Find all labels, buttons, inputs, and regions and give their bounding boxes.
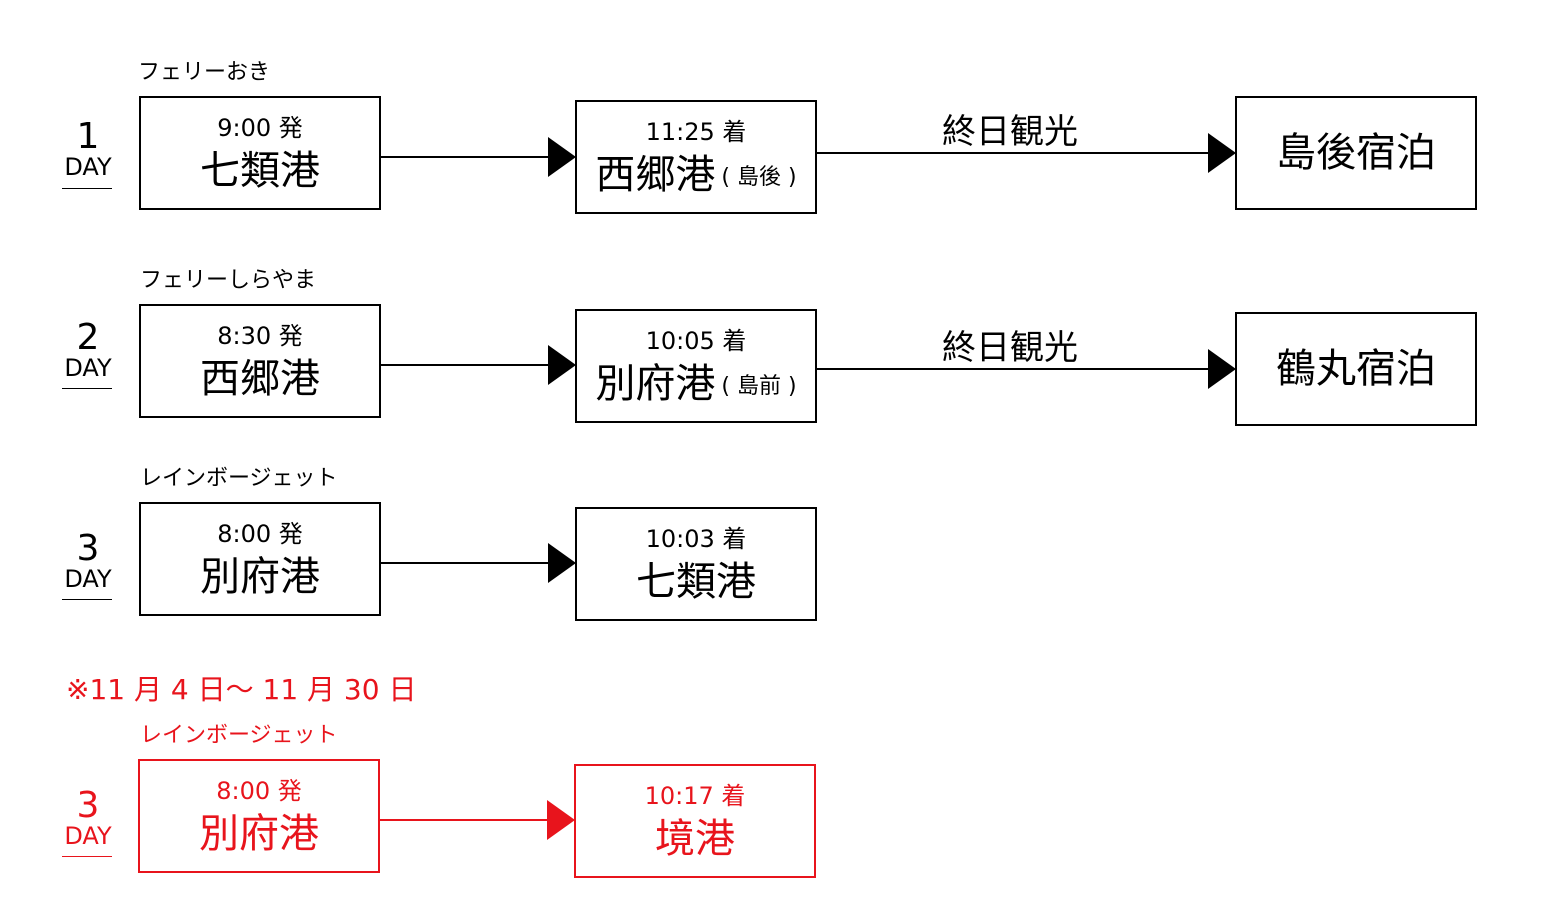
day3-arrival-port: 七類港 — [636, 559, 756, 605]
day1-departure-port: 七類港 — [200, 148, 320, 194]
day1-stay-box: 島後宿泊 — [1235, 96, 1477, 210]
day3-alt-departure-box: 8:00 発 別府港 — [138, 759, 380, 873]
day3-alt-ferry-arrow-head — [547, 800, 575, 840]
day2-departure-port: 西郷港 — [200, 356, 320, 402]
day3-arrival-time: 10:03 着 — [645, 525, 747, 553]
day3-ferry-arrow-line — [381, 562, 549, 564]
day1-arrival-box: 11:25 着 西郷港( 島後 ) — [575, 100, 817, 214]
day1-activity: 終日観光 — [942, 112, 1078, 152]
day1-number: 1 — [76, 116, 100, 157]
day2-arrival-time: 10:05 着 — [645, 327, 747, 355]
day2-departure-box: 8:30 発 西郷港 — [139, 304, 381, 418]
day2-activity-arrow-line — [817, 368, 1209, 370]
day2-departure-time: 8:30 発 — [217, 322, 303, 350]
day3-ferry-arrow-head — [548, 543, 576, 583]
day2-arrival-box: 10:05 着 別府港( 島前 ) — [575, 309, 817, 423]
day3-alt-underline — [62, 856, 112, 857]
day3-alt-arrival-port: 境港 — [655, 816, 735, 862]
day3-alt-arrival-time: 10:17 着 — [644, 782, 746, 810]
day1-badge: 1 DAY — [58, 116, 118, 189]
day1-activity-arrow-head — [1208, 133, 1236, 173]
day3-alt-ferry-arrow-line — [380, 819, 548, 821]
day1-arrival-time: 11:25 着 — [645, 118, 747, 146]
day1-vessel: フェリーおき — [138, 60, 271, 85]
day1-arrival-island: ( 島後 ) — [721, 165, 797, 190]
day1-arrival-port: 西郷港 — [595, 152, 716, 198]
day3-departure-port: 別府港 — [200, 554, 320, 600]
day2-ferry-arrow-head — [548, 345, 576, 385]
day2-stay-box: 鶴丸宿泊 — [1235, 312, 1477, 426]
day2-badge: 2 DAY — [58, 317, 118, 389]
day1-stay: 島後宿泊 — [1276, 130, 1436, 176]
day1-departure-box: 9:00 発 七類港 — [139, 96, 381, 210]
day3-alt-badge: 3 DAY — [58, 785, 118, 857]
day1-ferry-arrow-line — [381, 156, 549, 158]
day2-activity: 終日観光 — [942, 328, 1078, 368]
day3-number: 3 — [76, 528, 100, 569]
day1-activity-arrow-line — [817, 152, 1209, 154]
day1-departure-time: 9:00 発 — [217, 114, 303, 142]
day3-alt-departure-time: 8:00 発 — [216, 777, 302, 805]
day3-underline — [62, 599, 112, 600]
day1-underline — [62, 188, 112, 189]
day3-badge: 3 DAY — [58, 528, 118, 600]
day2-underline — [62, 388, 112, 389]
day3-alt-vessel: レインボージェット — [140, 723, 338, 748]
day2-stay: 鶴丸宿泊 — [1276, 346, 1436, 392]
day2-number: 2 — [76, 317, 100, 358]
day3-alt-number: 3 — [76, 785, 100, 826]
day1-ferry-arrow-head — [548, 137, 576, 177]
day2-vessel: フェリーしらやま — [140, 268, 317, 293]
day3-departure-time: 8:00 発 — [217, 520, 303, 548]
day3-alt-departure-port: 別府港 — [199, 811, 319, 857]
day3-vessel: レインボージェット — [140, 466, 338, 491]
day3-label: DAY — [64, 565, 112, 593]
day2-label: DAY — [64, 354, 112, 382]
day2-arrival-port: 別府港 — [595, 361, 716, 407]
day2-activity-arrow-head — [1208, 349, 1236, 389]
day3-alt-label: DAY — [64, 822, 112, 850]
day2-ferry-arrow-line — [381, 364, 549, 366]
day3-departure-box: 8:00 発 別府港 — [139, 502, 381, 616]
day3-arrival-box: 10:03 着 七類港 — [575, 507, 817, 621]
day3-alt-arrival-box: 10:17 着 境港 — [574, 764, 816, 878]
day1-label: DAY — [64, 153, 112, 181]
period-note: ※11 月 4 日〜 11 月 30 日 — [66, 673, 417, 706]
day2-arrival-island: ( 島前 ) — [721, 374, 797, 399]
